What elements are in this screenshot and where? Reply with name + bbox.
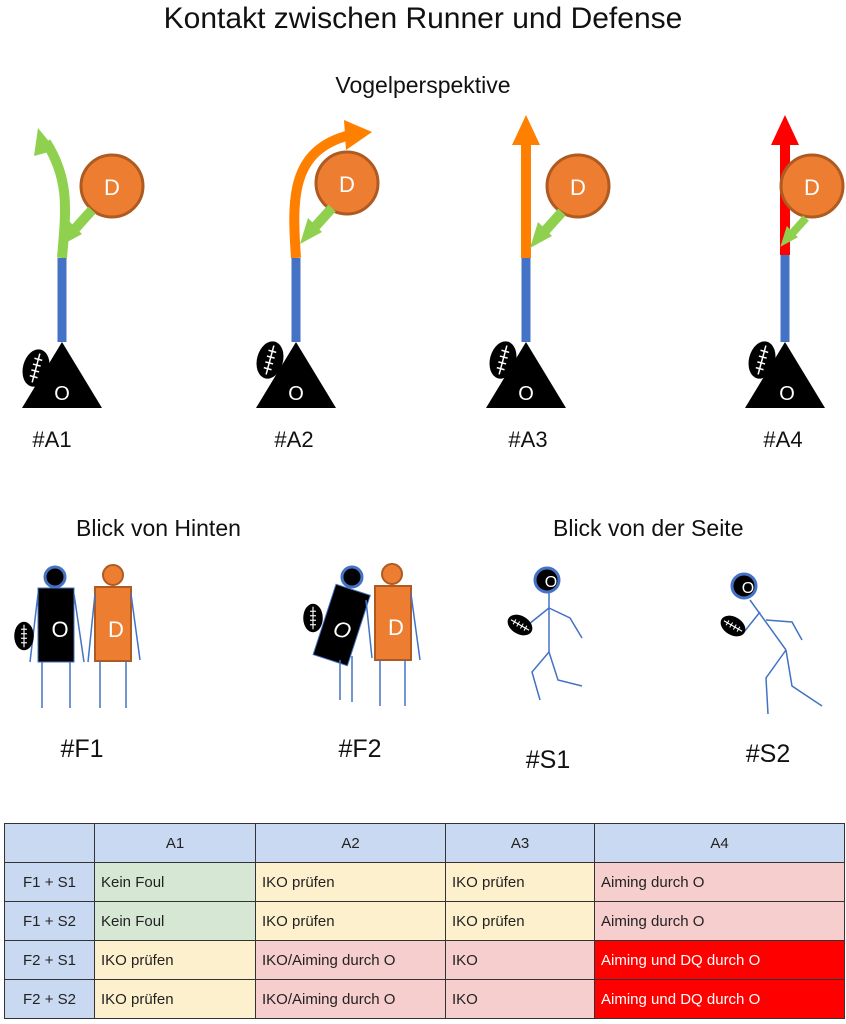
table-cell: Kein Foul [94,901,256,941]
case-label-f1: #F1 [60,735,103,763]
case-a3-diagram: D O #A3 [484,115,611,452]
table-cell: IKO [445,940,595,980]
football-icon [716,610,750,642]
defender-letter: D [804,175,820,200]
column-header-a3: A3 [445,823,595,863]
case-s1-diagram: O #S1 [503,566,583,774]
football-icon [302,603,324,633]
table-cell: IKO [445,979,595,1019]
case-label-s1: #S1 [526,746,570,774]
table-cell: Aiming durch O [594,901,845,941]
defender-letter: D [104,175,120,200]
defender-circle [79,153,145,219]
defender-letter: D [339,172,355,197]
birdseye-label: Vogelperspektive [335,72,511,98]
row-header-cell: F1 + S1 [4,862,95,902]
offense-letter: O [51,617,68,642]
defender-letter: D [108,617,124,642]
side-view-label: Blick von der Seite [553,515,744,541]
a2-path [289,130,352,259]
table-cell: Aiming durch O [594,862,845,902]
case-label-a1: #A1 [32,427,71,452]
case-a1-diagram: D O #A1 [17,128,145,452]
case-label-a2: #A2 [274,427,313,452]
case-label-a4: #A4 [763,427,802,452]
football-icon [503,609,537,641]
column-header-a2: A2 [255,823,446,863]
defender-letter: D [570,175,586,200]
table-cell: IKO prüfen [445,862,595,902]
offense-letter: O [779,383,795,405]
offense-letter: O [742,580,754,597]
case-label-s2: #S2 [746,740,790,768]
table-header-row: A1 A2 A3 A4 [4,823,845,863]
offense-letter: O [518,383,534,405]
case-a4-diagram: D O #A4 [743,115,845,452]
column-header-a1: A1 [94,823,256,863]
table-cell: IKO/Aiming durch O [255,940,446,980]
case-label-f2: #F2 [338,735,381,763]
football-icon [13,621,35,651]
table-cell: Aiming und DQ durch O [594,979,845,1019]
case-s2-diagram: O #S2 [716,572,823,768]
offense-letter: O [545,574,557,591]
table-cell: IKO/Aiming durch O [255,979,446,1019]
table-cell: IKO prüfen [94,940,256,980]
table-cell: Kein Foul [94,862,256,902]
table-corner-cell [4,823,95,863]
table-cell: Aiming und DQ durch O [594,940,845,980]
table-cell: IKO prüfen [255,862,446,902]
defender-letter: D [388,615,404,640]
column-header-a4: A4 [594,823,845,863]
row-header-cell: F2 + S1 [4,940,95,980]
case-a2-diagram: D O #A2 [251,120,380,452]
table-cell: IKO prüfen [94,979,256,1019]
table-cell: IKO prüfen [445,901,595,941]
table-cell: IKO prüfen [255,901,446,941]
case-f2-diagram: O D #F2 [302,563,421,763]
defender-circle [545,153,611,219]
offense-letter: O [288,383,304,405]
row-header-cell: F1 + S2 [4,901,95,941]
offense-triangle [745,342,825,408]
offense-triangle [22,342,102,408]
case-label-a3: #A3 [508,427,547,452]
page-title: Kontakt zwischen Runner und Defense [163,2,683,35]
case-f1-diagram: O D #F1 [13,564,141,763]
offense-letter: O [54,383,70,405]
offense-triangle [256,342,336,408]
defender-circle [314,150,380,216]
offense-triangle [486,342,566,408]
rear-view-label: Blick von Hinten [76,515,241,541]
defender-circle [779,153,845,219]
diagram-canvas: D O #A1 D O #A2 D O #A3 D [13,115,845,774]
row-header-cell: F2 + S2 [4,979,95,1019]
